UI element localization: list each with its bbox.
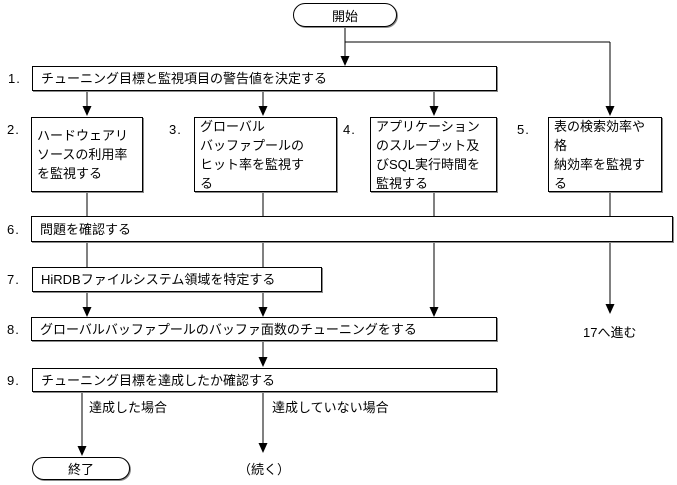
step-box-1: チューニング目標と監視項目の警告値を決定する <box>32 66 497 91</box>
arrow-head <box>429 307 439 317</box>
branch-achieved-label: 達成した場合 <box>89 400 168 415</box>
branch-not-achieved-label: 達成していない場合 <box>272 400 389 415</box>
step-number-4: 4. <box>343 122 356 137</box>
step-text-1: チューニング目標と監視項目の警告値を決定する <box>41 71 328 86</box>
step-number-9: 9. <box>7 372 20 388</box>
arrow-head <box>258 443 268 453</box>
step-box-3: グローバル バッファプールの ヒット率を監視す る <box>194 117 337 192</box>
step-number-2: 2. <box>7 122 20 137</box>
arrow-head <box>429 106 439 116</box>
step-text-5: 表の検索効率や格 納効率を監視する <box>554 118 646 191</box>
step-box-7: HiRDBファイルシステム領域を特定する <box>32 267 322 292</box>
step-number-8: 8. <box>7 321 20 337</box>
step-number-6: 6. <box>7 221 20 237</box>
step-number-3: 3. <box>169 122 182 137</box>
end-terminal: 終了 <box>32 457 130 480</box>
step-box-5: 表の検索効率や格 納効率を監視する <box>548 117 662 192</box>
step-box-8: グローバルバッファプールのバッファ面数のチューニングをする <box>31 317 497 341</box>
arrow-head <box>258 307 268 317</box>
step-text-2: ハードウェアリ ソースの利用率 を監視する <box>37 128 129 181</box>
step-number-7: 7. <box>7 272 20 287</box>
step-box-4: アプリケーション のスループット及 びSQL実行時間を 監視する <box>370 117 497 192</box>
step-box-9: チューニング目標を達成したか確認する <box>32 368 497 392</box>
step-text-9: チューニング目標を達成したか確認する <box>41 372 276 388</box>
step-text-6: 問題を確認する <box>40 221 132 237</box>
step-box-2: ハードウェアリ ソースの利用率 を監視する <box>31 117 143 192</box>
arrow-head <box>605 304 615 314</box>
arrow-head <box>605 106 615 116</box>
arrow-head <box>258 106 268 116</box>
step-text-3: グローバル バッファプールの ヒット率を監視す る <box>200 118 305 191</box>
step-text-7: HiRDBファイルシステム領域を特定する <box>41 272 276 287</box>
arrow-head <box>82 106 92 116</box>
arrow-head <box>77 446 87 456</box>
arrow-head <box>258 357 268 367</box>
start-terminal: 開始 <box>293 3 397 27</box>
step-text-8: グローバルバッファプールのバッファ面数のチューニングをする <box>40 321 417 337</box>
continue-label: （続く） <box>238 462 291 477</box>
arrow-head <box>340 56 350 66</box>
step-box-6: 問題を確認する <box>31 216 673 242</box>
step-number-5: 5. <box>517 122 530 137</box>
start-label: 開始 <box>331 8 358 24</box>
goto-step-17-label: 17へ進む <box>583 325 637 340</box>
step-text-4: アプリケーション のスループット及 びSQL実行時間を 監視する <box>376 118 481 191</box>
end-label: 終了 <box>67 462 94 477</box>
arrow-head <box>82 307 92 317</box>
step-number-1: 1. <box>8 71 21 86</box>
